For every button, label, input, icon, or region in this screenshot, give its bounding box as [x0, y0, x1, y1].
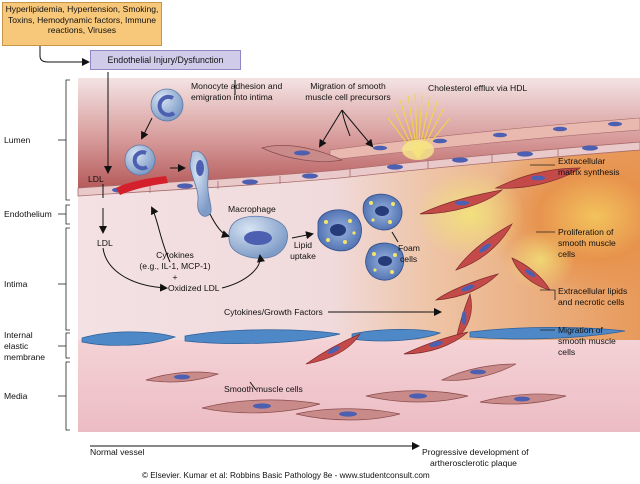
label-migration-precursors-2: muscle cell precursors: [305, 92, 391, 102]
label-smooth-muscle-cells: Smooth muscle cells: [224, 384, 303, 394]
label-lipids-necrotic-1: Extracellular lipids: [558, 286, 628, 296]
label-migration-smc-2: smooth muscle: [558, 336, 616, 346]
label-lumen: Lumen: [4, 135, 31, 145]
label-proliferation-3: cells: [558, 249, 576, 259]
label-iem-2: elastic: [4, 341, 29, 351]
label-cytokines-plus: +: [172, 272, 178, 282]
efflux-glow: [402, 140, 434, 160]
label-cytokines-growth: Cytokines/Growth Factors: [224, 307, 323, 317]
label-intima: Intima: [4, 279, 28, 289]
flow-arrows: [39, 46, 442, 450]
timeline-end-2: artherosclerotic plaque: [430, 458, 517, 468]
right-callout-lines: [530, 164, 556, 331]
label-monocyte-2: emigration into intima: [191, 92, 273, 102]
monocyte-adhering: [124, 144, 156, 176]
label-endothelium: Endothelium: [4, 209, 52, 219]
risk-factors-text: Hyperlipidemia, Hypertension, Smoking, T…: [5, 4, 159, 35]
label-oxidized-ldl: Oxidized LDL: [168, 283, 220, 293]
foam-cell: [317, 209, 362, 252]
label-migration-precursors-1: Migration of smooth: [310, 81, 386, 91]
label-lipid-uptake-1: Lipid: [293, 240, 313, 250]
label-ldl-mid: LDL: [97, 238, 113, 248]
label-migration-smc-1: Migration of: [558, 325, 603, 335]
macrophage-cell: [228, 215, 288, 259]
label-proliferation-1: Proliferation of: [558, 227, 614, 237]
smooth-muscle-precursor: [260, 145, 344, 162]
label-cytokines-2: (e.g., IL-1, MCP-1): [139, 261, 211, 271]
copyright-footer: © Elsevier. Kumar et al: Robbins Basic P…: [142, 471, 430, 480]
label-iem-1: Internal: [4, 330, 33, 340]
label-migration-smc-3: cells: [558, 347, 576, 357]
label-foam-cells-1: Foam: [398, 243, 420, 253]
endothelial-injury-text: Endothelial Injury/Dysfunction: [107, 55, 224, 65]
label-proliferation-2: smooth muscle: [558, 238, 616, 248]
intimal-smooth-muscle-cells: [305, 167, 582, 365]
label-macrophage: Macrophage: [228, 204, 276, 214]
label-iem-3: membrane: [4, 352, 46, 362]
label-media: Media: [4, 391, 28, 401]
label-foam-cells-2: cells: [400, 254, 418, 264]
label-lipid-uptake-2: uptake: [290, 251, 316, 261]
foam-cell: [365, 242, 405, 281]
lipid-spot: [505, 230, 575, 290]
label-ecm-1: Extracellular: [558, 156, 606, 166]
label-ecm-2: matrix synthesis: [558, 167, 620, 177]
foam-cell: [362, 193, 403, 231]
timeline-start: Normal vessel: [90, 447, 145, 457]
lumen-region: [78, 78, 640, 190]
monocyte-circulating: [150, 88, 184, 122]
label-lipids-necrotic-2: and necrotic cells: [558, 297, 625, 307]
adhesion-molecule: [116, 176, 168, 195]
label-cholesterol-efflux: Cholesterol efflux via HDL: [428, 83, 528, 93]
timeline-end-1: Progressive development of: [422, 447, 529, 457]
internal-elastic-membrane: [81, 327, 626, 346]
label-cytokines-1: Cytokines: [156, 250, 194, 260]
endothelial-cells: [77, 141, 640, 197]
layer-brackets: [58, 79, 70, 431]
label-ldl-top: LDL: [88, 174, 104, 184]
medial-smooth-muscle-cells: [145, 363, 567, 421]
risk-factors-box: Hyperlipidemia, Hypertension, Smoking, T…: [2, 2, 162, 46]
endothelial-injury-box: Endothelial Injury/Dysfunction: [90, 50, 241, 70]
label-monocyte-1: Monocyte adhesion and: [191, 81, 283, 91]
